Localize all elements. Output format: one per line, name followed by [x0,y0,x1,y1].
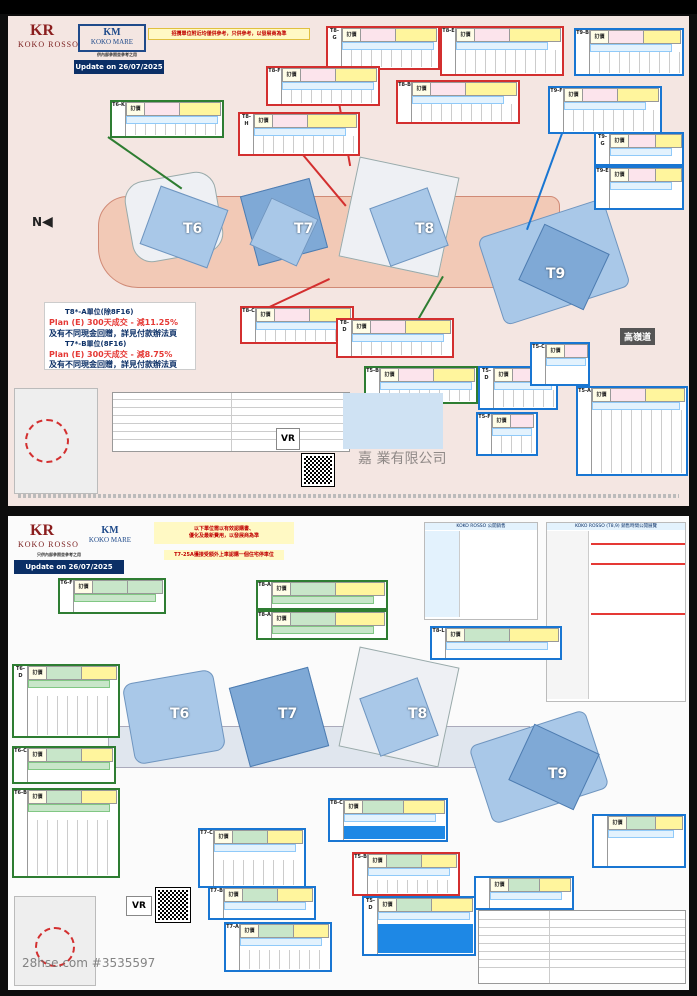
page-2-title: 以下單位需以有效認購書、 優化及最新費用，以發展商為準 [154,522,294,544]
koko-mare-logo: KM KOKO MARE [78,24,146,52]
building-label-t9-2: T9 [548,766,568,782]
update-date: Update on 26/07/2025 [74,60,164,74]
promo1-unit: T8*-A單位(除8F16) [65,308,134,316]
sales-map-page-1: KR KOKO ROSSO KM KOKO MARE 供內部參照並參考之用 Up… [8,16,689,506]
koko-rosso-logo: KR [30,22,54,39]
promo2-unit: T7*-B單位(8F16) [65,340,127,348]
building-label-t8: T8 [415,221,435,237]
compass-north: N◀ [32,214,53,230]
building-label-t9: T9 [546,266,566,282]
building-label-t6-2: T6 [170,706,190,722]
project-info-table-2 [478,910,686,984]
location-map-thumb [14,388,98,494]
building-label-t8-2: T8 [408,706,428,722]
koko-mare-logo-2: KM KOKO MARE [88,525,132,544]
parking-note: T7-25A獲接受額外上車認購一個住宅停車位 [164,550,284,560]
update-date-2: Update on 26/07/2025 [14,560,124,574]
site-plan-2: T6 T7 T8 T9 [108,646,628,825]
vr-qr-code[interactable] [301,453,335,487]
vr-label: VR [276,428,300,450]
brand-koko-rosso-2: KOKO ROSSO [18,540,79,549]
unit-card-t5-extra: 訂價 [474,876,574,910]
promo2-offer: Plan (E) 300天成交 - 減8.75% [49,350,173,359]
public-sale-schedule-right: KOKO ROSSO (T8,9) 銷售時間公開展覽 [546,522,686,702]
promo2-rebate: 及有不同現金回贈，詳見付款辦法頁 [49,360,177,369]
internal-note: 供內部參照並參考之用 [97,52,137,57]
internal-note-2: 只供內部參照並參考之用 [37,552,81,557]
footer-disclaimer [18,494,679,498]
top-status-bar [0,0,697,14]
location-map-thumb-2 [14,896,96,986]
building-label-t6: T6 [183,221,203,237]
public-sale-schedule-left: KOKO ROSSO 公開銷售 [424,522,538,620]
vr-label-2: VR [126,896,152,916]
road-label: 高嶺道 [620,328,656,345]
sales-map-page-2: KR KOKO ROSSO KM KOKO MARE 只供內部參照並參考之用 U… [8,516,689,990]
project-info-table [112,392,443,452]
promo1-rebate: 及有不同現金回贈，詳見付款辦法頁 [49,329,177,338]
building-label-t7-2: T7 [278,706,298,722]
watermark-agency: 嘉 業有限公司 [358,451,447,467]
page-title: 招攬單位附近均僅供參考，只供參考，以發展商為準 [148,28,310,40]
watermark-listing-id: 28hse.com #3535597 [22,956,156,970]
vr-qr-code-2[interactable] [155,887,191,923]
promo1-offer: Plan (E) 300天成交 - 減11.25% [49,318,178,327]
promo-panel: T8*-A單位(除8F16) Plan (E) 300天成交 - 減11.25%… [44,302,196,370]
brand-koko-rosso: KOKO ROSSO [18,40,79,49]
unit-card-t9-right: 訂價 [592,814,686,868]
site-plan: T6 T7 T8 T9 [98,156,678,327]
building-label-t7: T7 [294,221,314,237]
koko-rosso-logo-2: KR [30,522,54,539]
